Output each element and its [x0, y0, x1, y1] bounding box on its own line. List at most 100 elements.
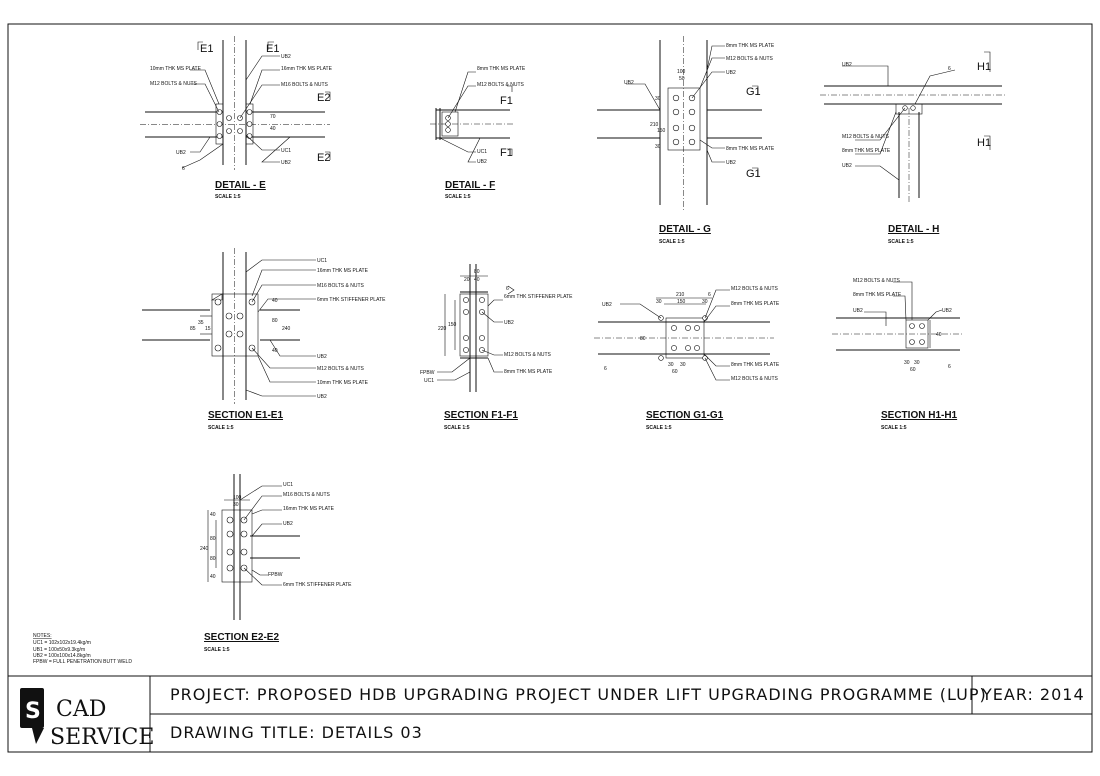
section-e2-note-2: M16 BOLTS & NUTS: [283, 492, 331, 498]
section-g1-dim-4: 30: [702, 299, 708, 305]
section-e1-note-7: 10mm THK MS PLATE: [317, 380, 369, 386]
notes-line-2: UB1 = 100x50x9.3kg/m: [33, 647, 85, 653]
detail-h-title: DETAIL - H: [888, 224, 939, 235]
section-g1-note-1: M12 BOLTS & NUTS: [731, 286, 779, 292]
detail-g-note-3: M12 BOLTS & NUTS: [726, 56, 774, 62]
detail-f: F1 F1 8mm THK MS PLATE M12 BOLTS & NUTS …: [430, 66, 526, 200]
notes-line-4: FPBW = FULL PENETRATION BUTT WELD: [33, 659, 132, 665]
section-g1-note-2: 8mm THK MS PLATE: [731, 301, 780, 307]
section-h1-dim-3: 60: [910, 367, 916, 373]
section-h1-note-3: UB2: [853, 308, 863, 314]
detail-g-cut-label-2: G1: [746, 168, 761, 180]
detail-g-dim-6: 30: [655, 144, 661, 150]
detail-e-note-7: UB2: [281, 160, 291, 166]
section-e1-dim-1: 85: [190, 326, 196, 332]
section-e2-dim-6: 80: [210, 556, 216, 562]
section-e1-note-6: M12 BOLTS & NUTS: [317, 366, 365, 372]
section-g1-dim-8: 30: [680, 362, 686, 368]
detail-g: G1 G1 UB2 8mm THK MS PLATE M12 BOLTS & N…: [597, 36, 775, 245]
notes-line-1: UC1 = 102x102x19.4kg/m: [33, 640, 91, 646]
detail-h: H1 H1 UB2 M12 BOLTS & NUTS 8mm THK MS PL…: [820, 51, 1006, 245]
detail-h-cut-label-1: H1: [977, 61, 991, 73]
detail-e-note-8: UB2: [176, 150, 186, 156]
section-e1-title: SECTION E1-E1: [208, 410, 283, 421]
section-e2-note-3: 16mm THK MS PLATE: [283, 506, 335, 512]
detail-g-note-6: UB2: [726, 160, 736, 166]
detail-f-cut-label-1: F1: [500, 95, 513, 107]
detail-h-cut-label-2: H1: [977, 137, 991, 149]
section-f1-dim-4: 220: [438, 326, 447, 332]
detail-g-title: DETAIL - G: [659, 224, 711, 235]
section-e1-note-1: UC1: [317, 258, 327, 264]
section-e1-note-4: 6mm THK STIFFENER PLATE: [317, 297, 386, 303]
detail-f-scale: SCALE 1:5: [445, 194, 471, 200]
section-e1-note-5: UB2: [317, 354, 327, 360]
general-notes: NOTES: UC1 = 102x102x19.4kg/m UB1 = 100x…: [33, 633, 132, 665]
logo-text-cad: CAD: [56, 697, 106, 722]
section-e1-dim-7: 15: [205, 326, 211, 332]
detail-e-scale: SCALE 1:5: [215, 194, 241, 200]
section-h1-dim-4: 40: [936, 332, 942, 338]
detail-f-cut-label-2: F1: [500, 147, 513, 159]
detail-e-dim-2: 40: [270, 126, 276, 132]
section-e2: UC1 M16 BOLTS & NUTS 16mm THK MS PLATE U…: [200, 474, 352, 653]
detail-e-dim-3: 6: [182, 166, 185, 172]
section-e2-dim-5: 240: [200, 546, 209, 552]
detail-g-dim-3: 210: [650, 122, 659, 128]
section-h1-title: SECTION H1-H1: [881, 410, 958, 421]
detail-h-note-2: M12 BOLTS & NUTS: [842, 134, 890, 140]
section-f1-note-2: UB2: [504, 320, 514, 326]
section-h1-note-1: M12 BOLTS & NUTS: [853, 278, 901, 284]
section-e1-dim-6: 35: [198, 320, 204, 326]
section-e1-note-2: 16mm THK MS PLATE: [317, 268, 369, 274]
section-e2-scale: SCALE 1:5: [204, 647, 230, 653]
section-e2-note-6: 6mm THK STIFFENER PLATE: [283, 582, 352, 588]
detail-h-note-4: UB2: [842, 163, 852, 169]
section-g1-dim-5: 80: [640, 336, 646, 342]
section-e2-dim-4: 80: [210, 536, 216, 542]
section-f1-title: SECTION F1-F1: [444, 410, 518, 421]
detail-f-note-3: UC1: [477, 149, 487, 155]
section-h1-dim-1: 30: [904, 360, 910, 366]
detail-e-note-3: UB2: [281, 54, 291, 60]
section-e2-dim-3: 40: [210, 512, 216, 518]
section-h1-note-2: 8mm THK MS PLATE: [853, 292, 902, 298]
section-e1-note-3: M16 BOLTS & NUTS: [317, 283, 365, 289]
drawing-title: DRAWING TITLE: DETAILS 03: [170, 723, 423, 742]
detail-e-note-2: M12 BOLTS & NUTS: [150, 81, 198, 87]
section-e1-dim-4: 240: [282, 326, 291, 332]
section-f1-dim-6: 6: [506, 286, 509, 292]
detail-h-note-1: UB2: [842, 62, 852, 68]
detail-f-note-4: UB2: [477, 159, 487, 165]
section-g1-scale: SCALE 1:5: [646, 425, 672, 431]
section-e2-note-1: UC1: [283, 482, 293, 488]
detail-e-dim-1: 70: [270, 114, 276, 120]
section-e1-note-8: UB2: [317, 394, 327, 400]
section-e1-scale: SCALE 1:5: [208, 425, 234, 431]
title-block: S CAD SERVICE PROJECT: PROPOSED HDB UPGR…: [20, 676, 1092, 752]
detail-e-cut-label-1: E1: [200, 43, 213, 55]
section-f1-dim-5: 150: [448, 322, 457, 328]
section-e2-note-4: UB2: [283, 521, 293, 527]
section-f1-note-6: UC1: [424, 378, 434, 384]
logo-text-service: SERVICE: [50, 725, 154, 750]
logo-letter: S: [25, 699, 41, 724]
detail-g-note-4: UB2: [726, 70, 736, 76]
project-title: PROJECT: PROPOSED HDB UPGRADING PROJECT …: [170, 685, 987, 704]
detail-g-scale: SCALE 1:5: [659, 239, 685, 245]
drawing-border: [7, 23, 1093, 753]
section-f1-note-5: FPBW: [420, 370, 435, 376]
detail-f-note-1: 8mm THK MS PLATE: [477, 66, 526, 72]
section-g1-note-4: 8mm THK MS PLATE: [731, 362, 780, 368]
section-f1-scale: SCALE 1:5: [444, 425, 470, 431]
detail-e-note-5: M16 BOLTS & NUTS: [281, 82, 329, 88]
detail-h-scale: SCALE 1:5: [888, 239, 914, 245]
section-h1-scale: SCALE 1:5: [881, 425, 907, 431]
detail-g-note-1: UB2: [624, 80, 634, 86]
section-g1-dim-1: 210: [676, 292, 685, 298]
detail-e-title: DETAIL - E: [215, 180, 266, 191]
section-f1-dim-2: 20: [464, 277, 470, 283]
section-e2-dim-2: 30: [233, 502, 239, 508]
detail-g-note-5: 8mm THK MS PLATE: [726, 146, 775, 152]
